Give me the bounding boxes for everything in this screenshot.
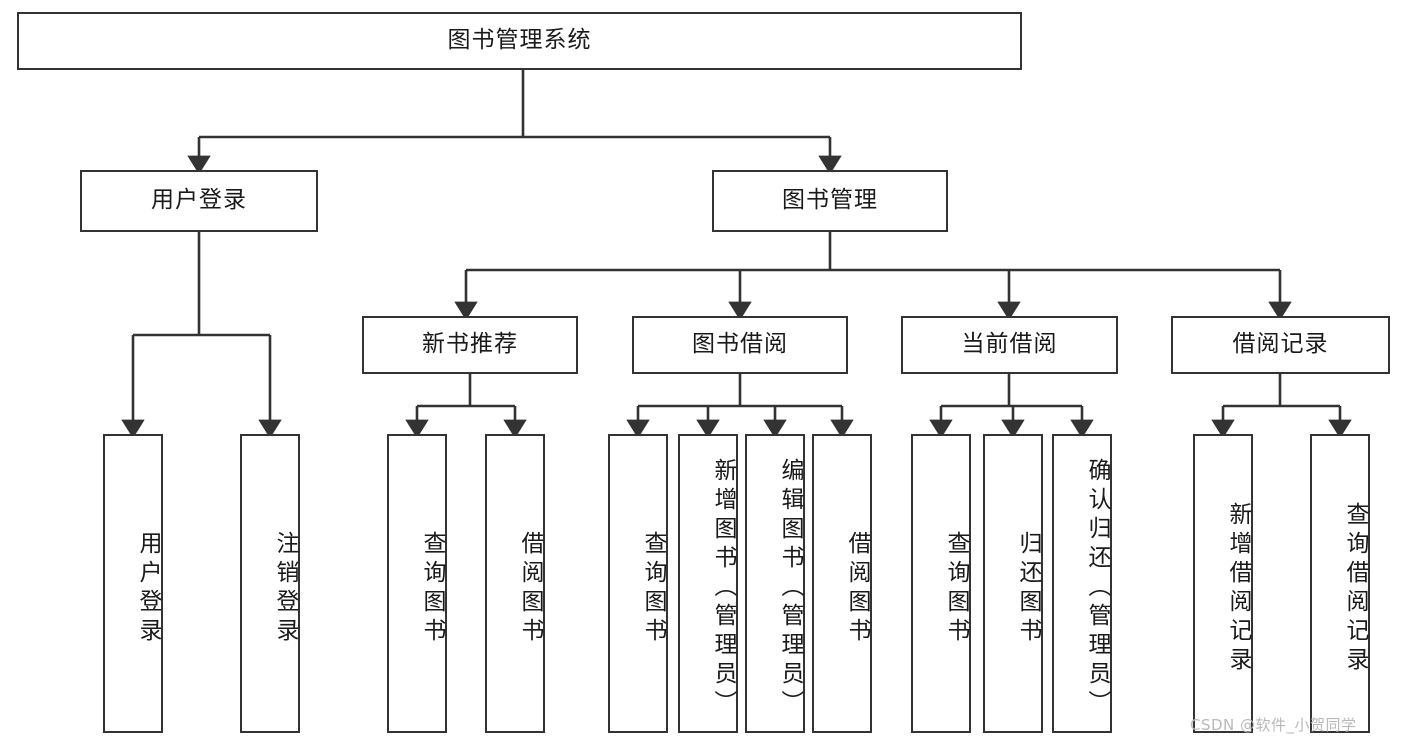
node-leaf-add-borrow-record[interactable]: 新增借阅记录 (1193, 434, 1253, 733)
node-leaf-query-book-3-label: 查询图书 (943, 530, 969, 647)
node-leaf-query-borrow-record-label: 查询借阅记录 (1342, 501, 1368, 676)
node-leaf-borrow-book-2[interactable]: 借阅图书 (812, 434, 872, 733)
node-leaf-query-book-1[interactable]: 查询图书 (387, 434, 447, 733)
node-leaf-confirm-return-label: 确认归还（管理员） (1084, 458, 1110, 719)
node-leaf-query-book-3[interactable]: 查询图书 (911, 434, 971, 733)
node-leaf-confirm-return[interactable]: 确认归还（管理员） (1052, 434, 1112, 733)
node-leaf-edit-book[interactable]: 编辑图书（管理员） (745, 434, 805, 733)
node-leaf-borrow-book-2-label: 借阅图书 (844, 530, 870, 647)
node-leaf-user-login-label: 用户登录 (135, 530, 161, 647)
node-leaf-add-borrow-record-label: 新增借阅记录 (1225, 501, 1251, 676)
node-leaf-user-logout[interactable]: 注销登录 (240, 434, 300, 733)
node-root-label: 图书管理系统 (447, 27, 592, 54)
node-new-book-recommend[interactable]: 新书推荐 (362, 316, 578, 374)
node-book-manage-label: 图书管理 (782, 187, 878, 214)
node-new-book-recommend-label: 新书推荐 (422, 331, 518, 358)
node-leaf-add-book-label: 新增图书（管理员） (710, 458, 736, 719)
node-borrow-record-label: 借阅记录 (1232, 331, 1329, 358)
node-leaf-edit-book-label: 编辑图书（管理员） (777, 458, 803, 719)
node-book-borrow[interactable]: 图书借阅 (632, 316, 848, 374)
node-leaf-user-login[interactable]: 用户登录 (103, 434, 163, 733)
node-user-login[interactable]: 用户登录 (80, 170, 318, 232)
node-leaf-return-book[interactable]: 归还图书 (983, 434, 1043, 733)
node-leaf-add-book[interactable]: 新增图书（管理员） (678, 434, 738, 733)
node-leaf-borrow-book-1-label: 借阅图书 (517, 530, 543, 647)
node-root[interactable]: 图书管理系统 (17, 12, 1022, 70)
node-borrow-record[interactable]: 借阅记录 (1171, 316, 1390, 374)
node-leaf-query-borrow-record[interactable]: 查询借阅记录 (1310, 434, 1370, 733)
node-book-borrow-label: 图书借阅 (692, 331, 788, 358)
node-user-login-label: 用户登录 (151, 187, 247, 214)
csdn-watermark: CSDN @软件_小贺同学 (1190, 716, 1357, 734)
node-leaf-query-book-2-label: 查询图书 (640, 530, 666, 647)
node-leaf-borrow-book-1[interactable]: 借阅图书 (485, 434, 545, 733)
node-current-borrow-label: 当前借阅 (961, 331, 1058, 358)
node-leaf-query-book-2[interactable]: 查询图书 (608, 434, 668, 733)
node-book-manage[interactable]: 图书管理 (712, 170, 948, 232)
node-leaf-query-book-1-label: 查询图书 (419, 530, 445, 647)
node-leaf-return-book-label: 归还图书 (1015, 530, 1041, 647)
node-current-borrow[interactable]: 当前借阅 (901, 316, 1118, 374)
node-leaf-user-logout-label: 注销登录 (272, 530, 298, 647)
